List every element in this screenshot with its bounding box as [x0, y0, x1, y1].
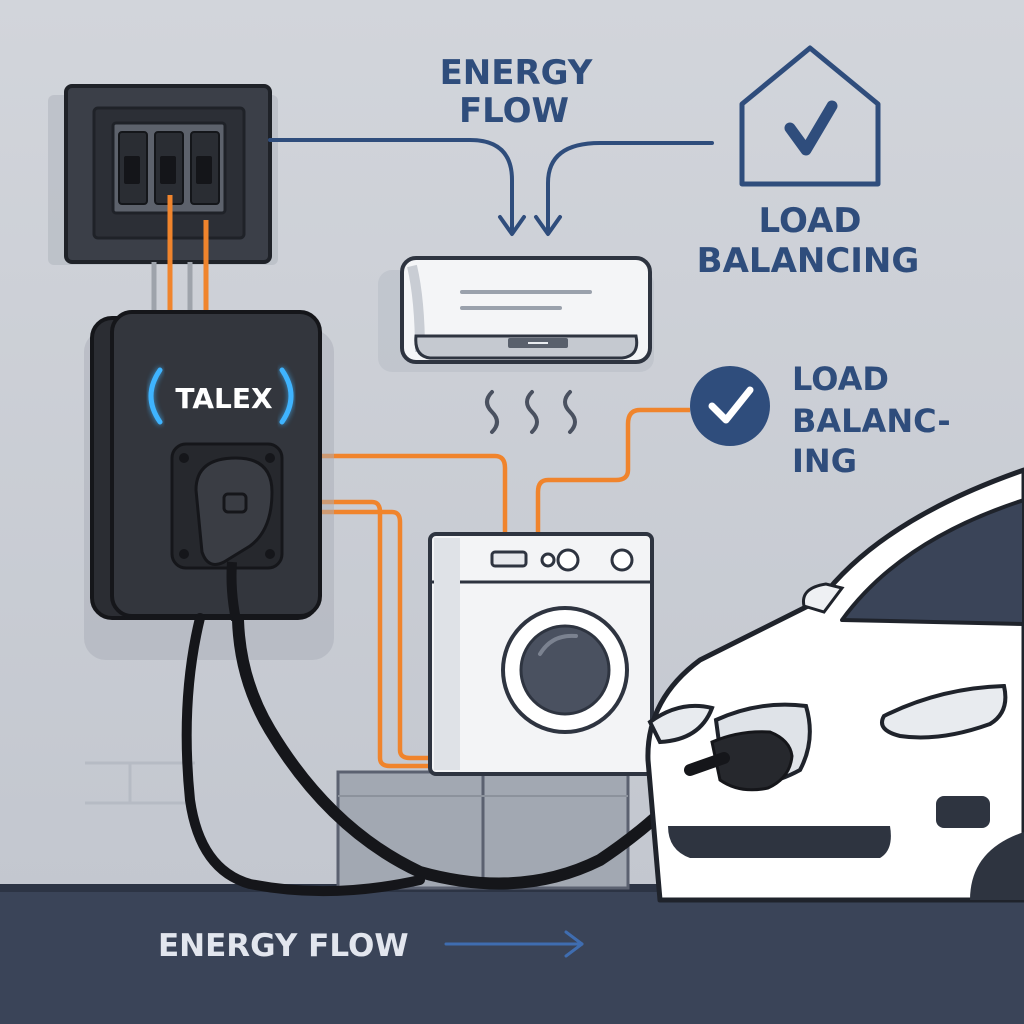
energy-flow-label-bottom: ENERGY FLOW [158, 928, 409, 964]
load-balancing-label-top-line1: LOAD [759, 201, 862, 241]
energy-flow-lines [268, 138, 714, 236]
panel-wires-gray [151, 262, 193, 318]
charger-glow [148, 367, 294, 425]
energy-flow-label-top-line1: ENERGY [440, 53, 593, 93]
floor [0, 888, 1024, 1024]
energy-flow-label-top-line2: FLOW [459, 91, 569, 131]
check-circle-icon [690, 366, 770, 446]
house-check-icon [739, 45, 881, 187]
power-lines [318, 407, 690, 769]
load-balancing-label-mid-line1: LOAD [792, 360, 889, 398]
breaker-panel-icon [48, 84, 278, 265]
load-balancing-label-top-line2: BALANCING [697, 241, 920, 281]
panel-wires-orange [167, 195, 209, 318]
charger-brand-label: TALEX [175, 382, 273, 415]
ev-charger-icon [84, 310, 334, 660]
load-balancing-label-mid-line3: ING [792, 442, 857, 480]
airflow-icon [485, 390, 577, 434]
arrow-right-icon [444, 930, 584, 958]
load-balancing-label-mid-line2: BALANC- [792, 402, 951, 440]
car-icon [645, 467, 1024, 903]
air-conditioner-icon [378, 256, 654, 372]
washing-machine-icon [336, 532, 654, 890]
wall-brick-lines [85, 761, 195, 805]
